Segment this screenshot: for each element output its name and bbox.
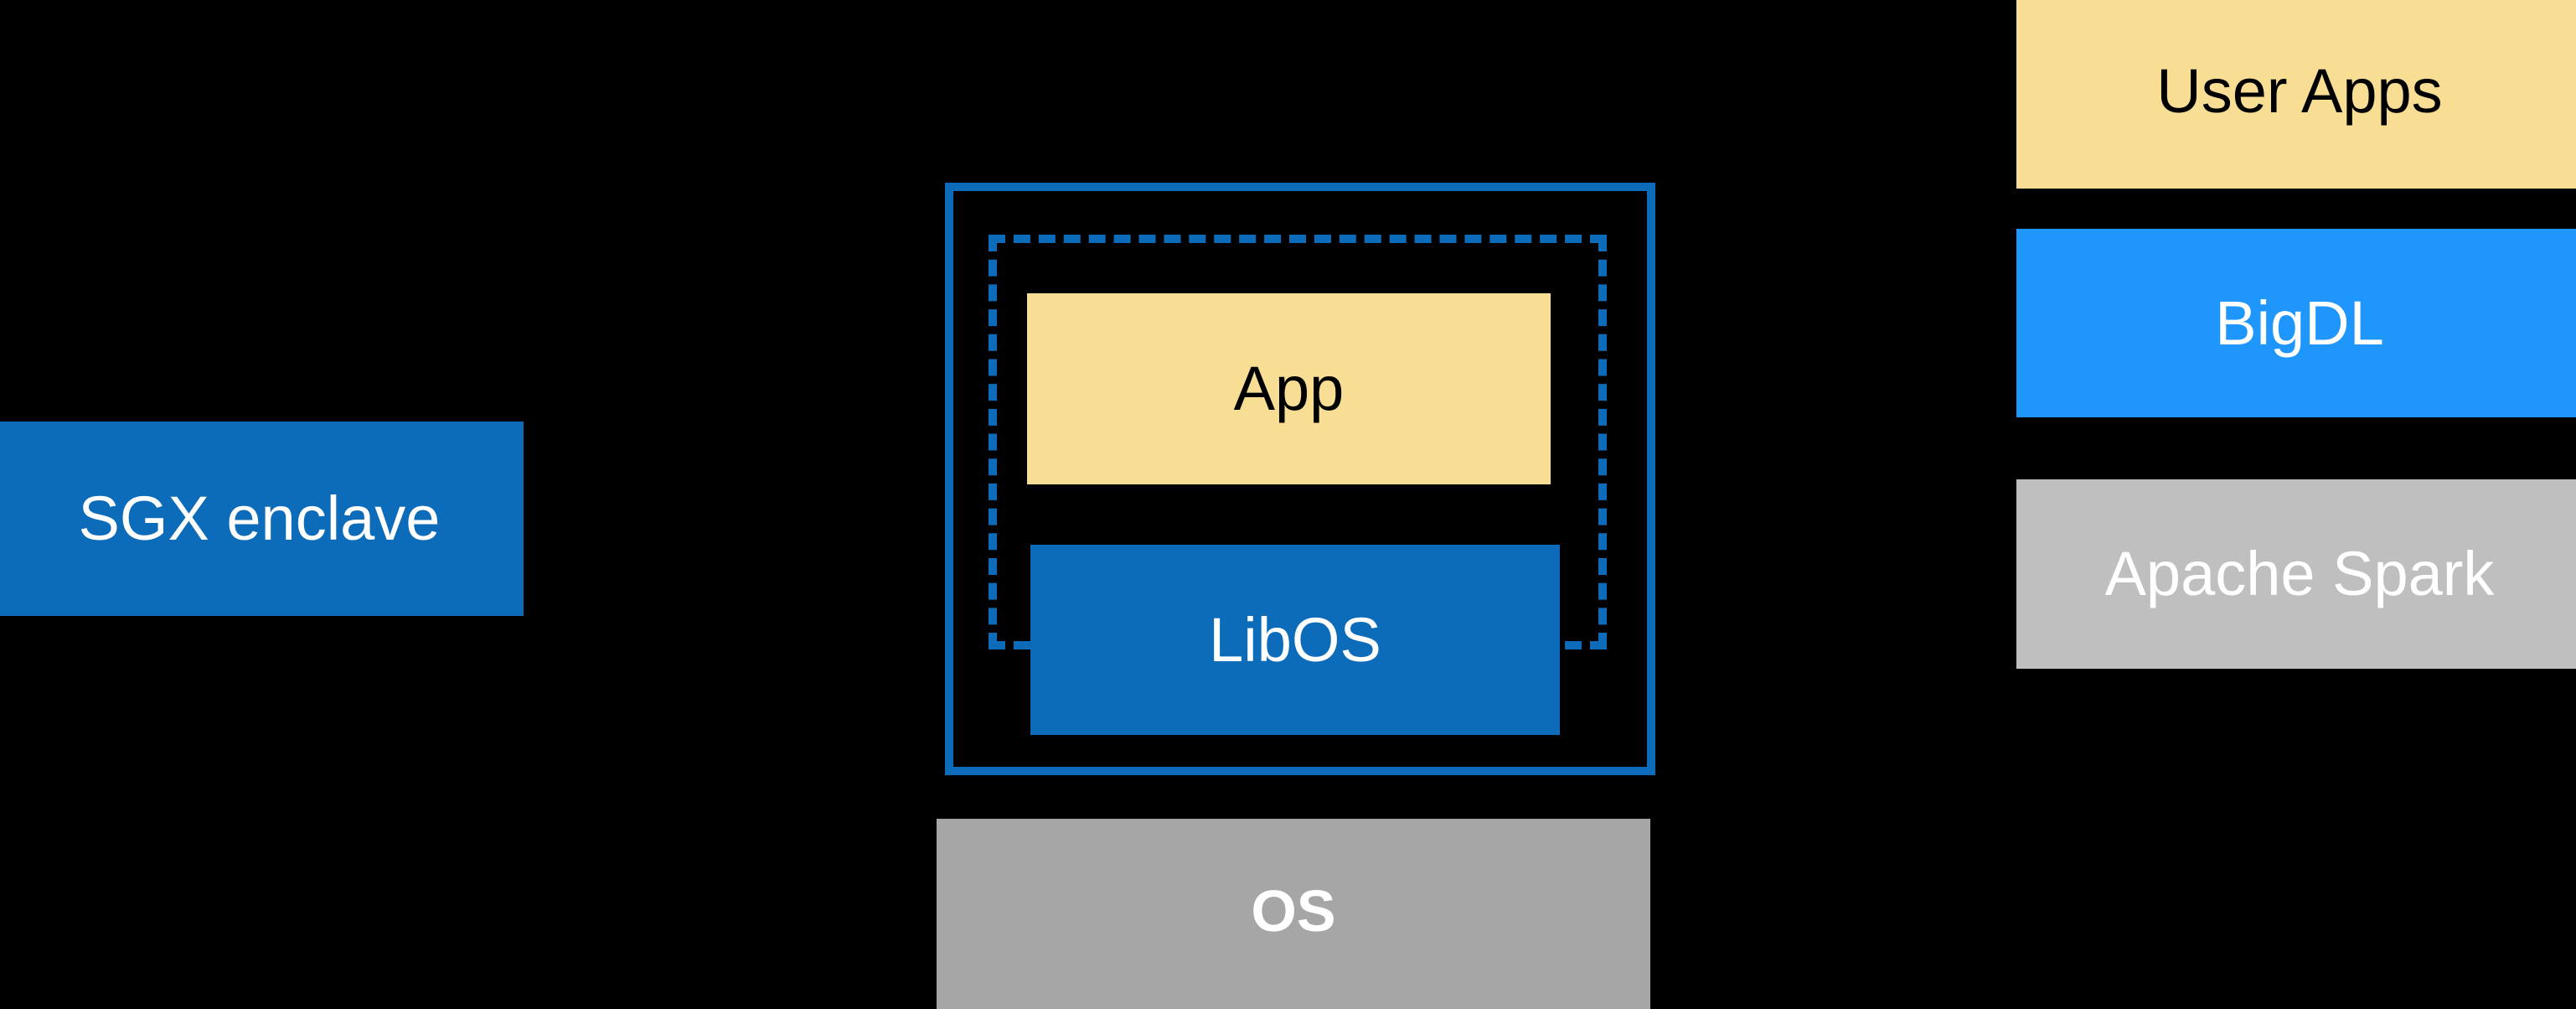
apache-spark-box[interactable]: Apache Spark	[2016, 479, 2576, 669]
app-label: App	[1233, 354, 1345, 424]
app-box[interactable]: App	[1027, 293, 1551, 484]
user-apps-box[interactable]: User Apps	[2016, 0, 2576, 189]
bigdl-box[interactable]: BigDL	[2016, 229, 2576, 417]
os-box[interactable]: OS	[937, 819, 1650, 1009]
sgx-enclave-box[interactable]: SGX enclave	[0, 422, 524, 616]
user-apps-label: User Apps	[2156, 55, 2443, 126]
os-label: OS	[1251, 878, 1336, 944]
apache-spark-label: Apache Spark	[2104, 539, 2495, 609]
libos-label: LibOS	[1209, 604, 1381, 675]
sgx-enclave-label: SGX enclave	[78, 484, 441, 554]
enclave-container-outline[interactable]	[945, 183, 1655, 775]
bigdl-label: BigDL	[2215, 287, 2384, 358]
libos-box[interactable]: LibOS	[1030, 545, 1560, 735]
